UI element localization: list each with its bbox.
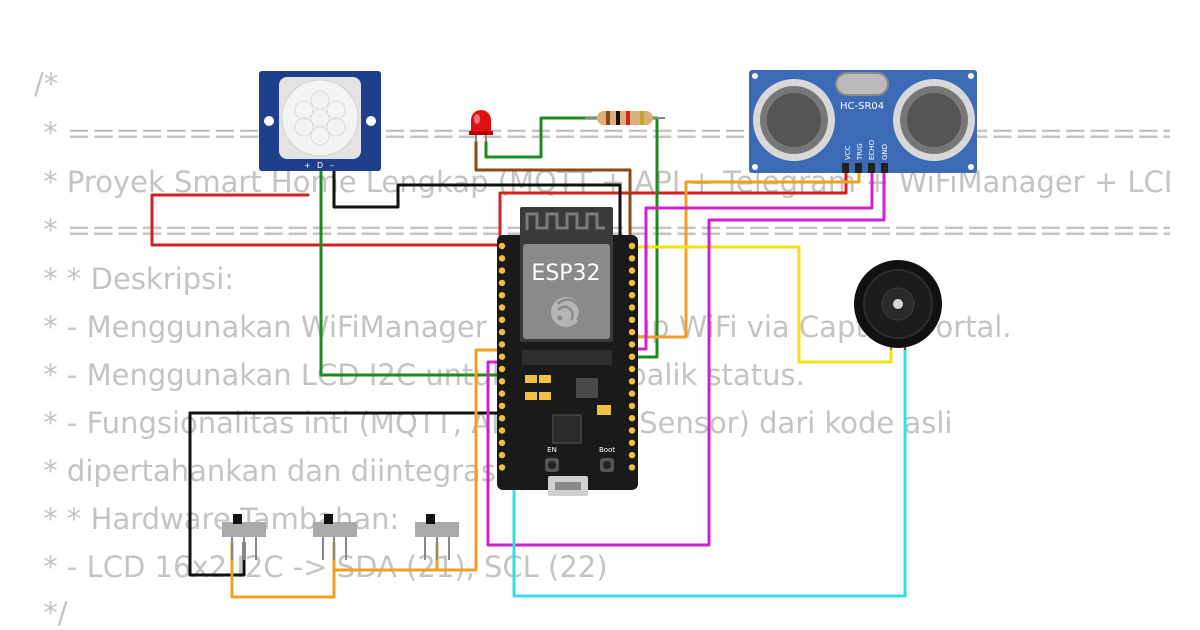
esp32-pin: [498, 439, 506, 446]
esp32-pin: [498, 304, 506, 311]
espressif-logo-icon: [551, 297, 582, 327]
pir-pin-d-label: D: [317, 161, 323, 170]
esp32-pin: [628, 328, 636, 336]
resistor[interactable]: [585, 111, 665, 125]
code-line: * * Deskripsi:: [34, 262, 235, 296]
esp32-board[interactable]: ESP32 EN Boot: [497, 207, 638, 496]
pir-pin-plus-label: +: [304, 161, 311, 170]
esp32-pin: [498, 365, 506, 373]
wire-green-pir-signal: [319, 168, 502, 377]
ultrasonic-sensor[interactable]: HC-SR04 VCC TRIG ECHO GND: [749, 70, 977, 173]
red-led[interactable]: [469, 110, 493, 142]
wire-magenta-echo: [630, 171, 874, 351]
pin-gnd-label: GND: [881, 144, 889, 160]
esp32-pin: [498, 353, 506, 360]
esp32-pin: [498, 292, 506, 299]
esp32-pin: [498, 255, 506, 262]
esp32-pin: [628, 242, 636, 250]
esp32-pin: [498, 328, 506, 336]
esp32-pin: [628, 341, 636, 348]
slide-switch-3[interactable]: [415, 514, 459, 560]
esp32-pin: [628, 427, 636, 434]
esp32-pin: [628, 353, 636, 360]
slide-switch-2[interactable]: [313, 514, 357, 560]
esp32-pin: [498, 279, 506, 287]
esp32-pin: [628, 402, 636, 410]
pin-trig-label: TRIG: [856, 143, 864, 161]
pin-vcc-label: VCC: [844, 145, 852, 160]
wire-black-pir-gnd: [332, 168, 622, 247]
esp32-pin: [498, 402, 506, 410]
esp32-pin: [498, 464, 506, 471]
esp32-pins-left: [498, 242, 506, 471]
esp32-pin: [498, 390, 506, 397]
ultrasonic-label: HC-SR04: [840, 101, 884, 112]
esp32-pin: [498, 415, 506, 422]
esp32-pin: [628, 378, 636, 385]
wire-orange-switches: [230, 348, 502, 599]
pir-pin-minus-label: –: [330, 161, 334, 170]
micro-usb-icon: [548, 476, 588, 496]
wire-black-switch-gnd: [188, 411, 502, 577]
pin-echo-label: ECHO: [868, 139, 876, 160]
esp32-pin: [628, 415, 636, 422]
code-line: * * Hardware Tambahan:: [34, 502, 400, 536]
esp32-pin: [498, 242, 506, 250]
code-line: * - LCD 16x2 I2C -> SDA (21), SCL (22): [34, 550, 608, 584]
esp32-pin: [628, 255, 636, 262]
wire-red-pir-vcc: [150, 193, 502, 247]
esp32-label: ESP32: [531, 261, 600, 286]
buzzer[interactable]: [854, 260, 942, 350]
esp32-pin: [498, 427, 506, 434]
esp32-pins-right: [628, 242, 636, 471]
esp32-pin: [628, 439, 636, 446]
esp32-pin: [628, 316, 636, 323]
esp32-pin: [498, 267, 506, 274]
wire-green-led: [484, 116, 600, 159]
esp32-pin: [498, 451, 506, 459]
esp32-pin: [498, 378, 506, 385]
slide-switch-1[interactable]: [222, 514, 266, 560]
wire-orange-trig: [630, 171, 861, 339]
esp32-pin: [628, 451, 636, 459]
esp32-pin: [498, 316, 506, 323]
esp32-pin: [628, 279, 636, 287]
esp32-en-label: EN: [547, 446, 557, 454]
esp32-pin: [628, 304, 636, 311]
pir-sensor[interactable]: + D –: [259, 71, 381, 171]
wire-brown-led-gnd: [474, 140, 632, 247]
wire-yellow-buzzer: [630, 245, 893, 364]
esp32-boot-label: Boot: [599, 446, 615, 454]
esp32-pin: [498, 341, 506, 348]
wire-magenta-switch: [486, 171, 886, 547]
esp32-pin: [628, 365, 636, 373]
esp32-pin: [628, 267, 636, 274]
code-line: */: [34, 596, 68, 630]
esp32-pin: [628, 464, 636, 471]
esp32-pin: [628, 292, 636, 299]
esp32-pin: [628, 390, 636, 397]
code-line: /*: [34, 67, 59, 101]
